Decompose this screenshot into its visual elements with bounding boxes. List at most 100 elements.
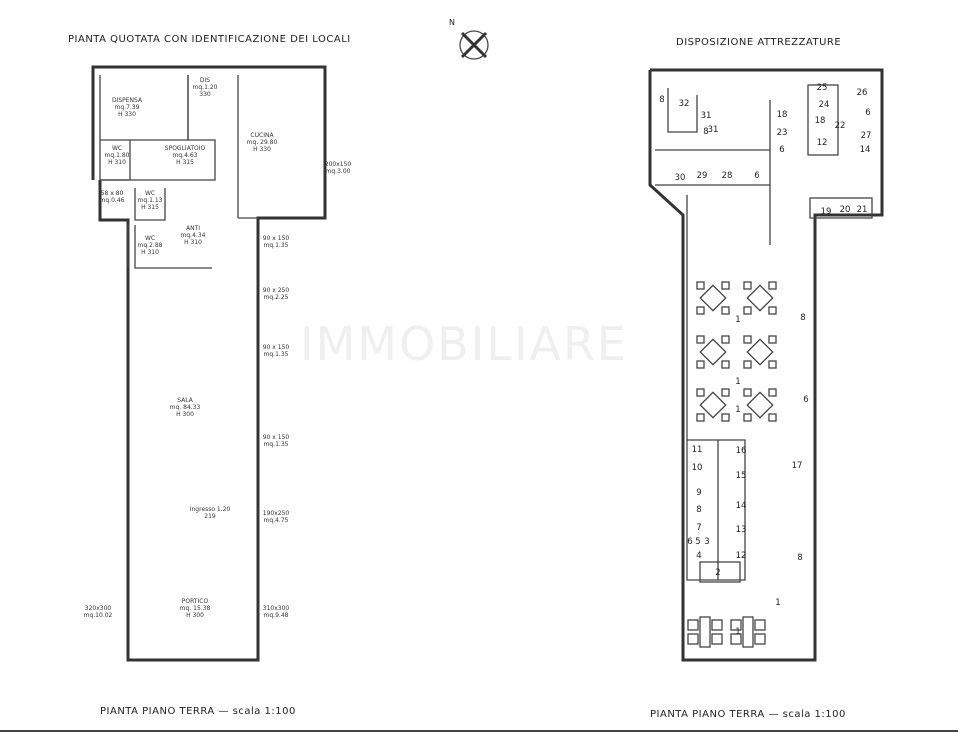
room-label: WC [145,235,155,242]
room-label: mq.4.34 [181,232,206,239]
north-compass-icon [459,30,489,60]
right-plan-caption: PIANTA PIANO TERRA — scala 1:100 [650,709,846,720]
room-label: H 310 [141,249,159,256]
opening-dimension: mq.1.35 [264,242,289,249]
equipment-number: 8 [800,313,805,323]
dining-tables [687,281,777,648]
room-label: H 310 [184,239,202,246]
room-label: 330 [199,91,211,98]
room-label: H 300 [186,612,204,619]
equipment-number: 27 [861,131,872,141]
equipment-number: 16 [736,446,747,456]
room-label: ANTI [186,225,200,232]
opening-dimension: 200x150 [325,161,352,168]
room-label: mq. 15.38 [180,605,211,612]
equipment-number: 21 [857,205,868,215]
equipment-number: 8 [703,127,708,137]
equipment-number: 3 [704,537,709,547]
equipment-number: 18 [815,116,826,126]
equipment-number: 31 [701,111,712,121]
long-table-icon [730,616,766,648]
opening-dimension: 90 x 150 [263,235,290,242]
equipment-number: 28 [722,171,733,181]
watermark: IMMOBILIARE [300,317,628,371]
room-label: H 310 [108,159,126,166]
bottom-rule [0,730,958,732]
equipment-number: 7 [696,523,701,533]
opening-dimension: mq.0.46 [100,197,125,204]
equipment-number: 6 [779,145,784,155]
equipment-number: 15 [736,471,747,481]
room-label: mq. 29.80 [247,139,278,146]
north-label: N [449,18,456,27]
room-label: H 330 [118,111,136,118]
table-with-chairs-icon [696,335,730,369]
equipment-number: 11 [692,445,703,455]
equipment-number: 12 [817,138,828,148]
equipment-number: 8 [797,553,802,563]
room-label: mq.1.20 [193,84,218,91]
room-label: SALA [177,397,194,404]
room-label: DIS [200,77,210,84]
opening-dimension: mq.9.48 [264,612,289,619]
room-label: mq.2.88 [138,242,163,249]
equipment-number: 1 [735,377,740,387]
equipment-number: 22 [835,121,846,131]
opening-dimension: 90 x 150 [263,344,290,351]
opening-dimension: mq.1.35 [264,351,289,358]
room-label: H 330 [253,146,271,153]
room-label: mq.1.80 [105,152,130,159]
room-label: H 300 [176,411,194,418]
equipment-number: 10 [692,463,703,473]
opening-dimension: mq.10.02 [84,612,113,619]
equipment-number: 5 [695,537,700,547]
equipment-number: 19 [821,207,832,217]
equipment-number: 20 [840,205,851,215]
opening-dimension: 90 x 150 [263,434,290,441]
equipment-number: 13 [736,525,747,535]
opening-dimension: 320x300 [85,605,112,612]
opening-dimension: 310x300 [263,605,290,612]
table-with-chairs-icon [743,388,777,422]
left-plan-title: PIANTA QUOTATA CON IDENTIFICAZIONE DEI L… [68,34,351,45]
table-with-chairs-icon [696,388,730,422]
room-label: mq.4.63 [173,152,198,159]
opening-dimension: 58 x 80 [101,190,124,197]
equipment-number: 2 [715,568,720,578]
right-plan-walls [648,68,884,662]
equipment-number: 6 [865,108,870,118]
equipment-number: 25 [817,83,828,93]
left-plan-walls [91,65,327,662]
room-label: PORTICO [182,598,209,605]
equipment-number: 32 [679,99,690,109]
equipment-number: 17 [792,461,803,471]
table-with-chairs-icon [743,335,777,369]
opening-dimension: mq.3.00 [326,168,351,175]
room-label: SPOGLIATOIO [165,145,206,152]
room-label: mq. 84.33 [170,404,201,411]
equipment-number: 12 [736,551,747,561]
room-label: CUCINA [250,132,274,139]
opening-dimension: mq.1.35 [264,441,289,448]
equipment-number: 1 [735,405,740,415]
right-plan-title: DISPOSIZIONE ATTREZZATURE [676,37,842,48]
equipment-number: 29 [697,171,708,181]
opening-dimension: 190x250 [263,510,290,517]
room-label: mq.1.13 [138,197,163,204]
equipment-number: 31 [708,125,719,135]
equipment-number: 26 [857,88,868,98]
equipment-number: 24 [819,100,830,110]
opening-dimension: 219 [204,513,216,520]
equipment-number: 1 [735,627,740,637]
equipment-number: 23 [777,128,788,138]
long-table-icon [687,616,723,648]
table-with-chairs-icon [696,281,730,315]
opening-dimension: mq.4.75 [264,517,289,524]
room-label: DISPENSA [112,97,143,104]
opening-dimension: Ingresso 1.20 [190,506,231,513]
equipment-number: 4 [696,551,701,561]
equipment-number: 6 [687,537,692,547]
equipment-number: 6 [754,171,759,181]
equipment-number: 1 [735,315,740,325]
